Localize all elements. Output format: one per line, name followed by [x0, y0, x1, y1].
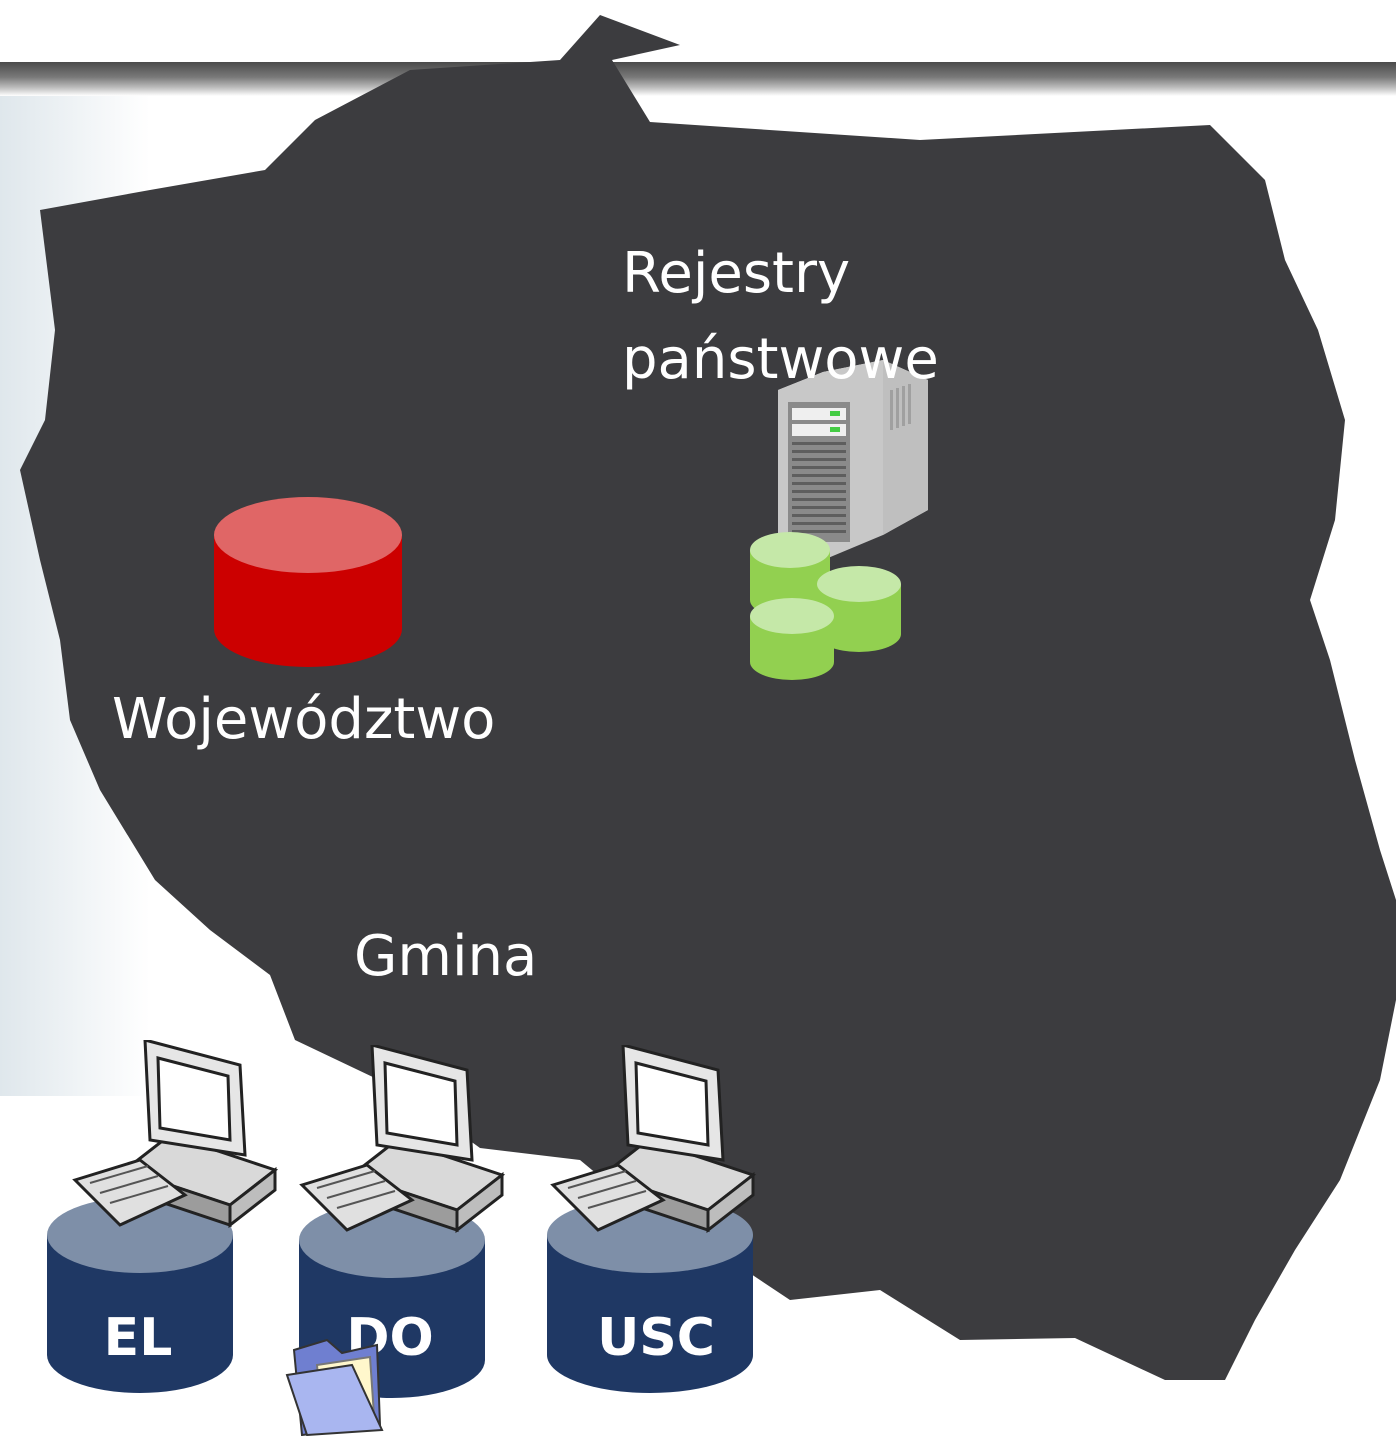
- header-bar: [0, 62, 1396, 96]
- database-icon: [214, 497, 402, 667]
- municipality-label: Gmina: [354, 924, 538, 989]
- computer-icon: [299, 1045, 506, 1234]
- computer-icon: [550, 1045, 757, 1234]
- voivodeship-label: Województwo: [112, 687, 496, 752]
- database-icon: [47, 1197, 233, 1393]
- database-label-usc: USC: [597, 1308, 715, 1368]
- database-icon: [750, 532, 901, 680]
- computer-icon: [72, 1040, 279, 1229]
- poland-map-shape: [20, 15, 1396, 1380]
- registry-label-line2: państwowe: [622, 327, 939, 392]
- database-label-el: EL: [103, 1308, 173, 1368]
- server-icon: [778, 360, 928, 558]
- registry-label-line1: Rejestry: [622, 241, 851, 306]
- folder-icon: [285, 1338, 384, 1436]
